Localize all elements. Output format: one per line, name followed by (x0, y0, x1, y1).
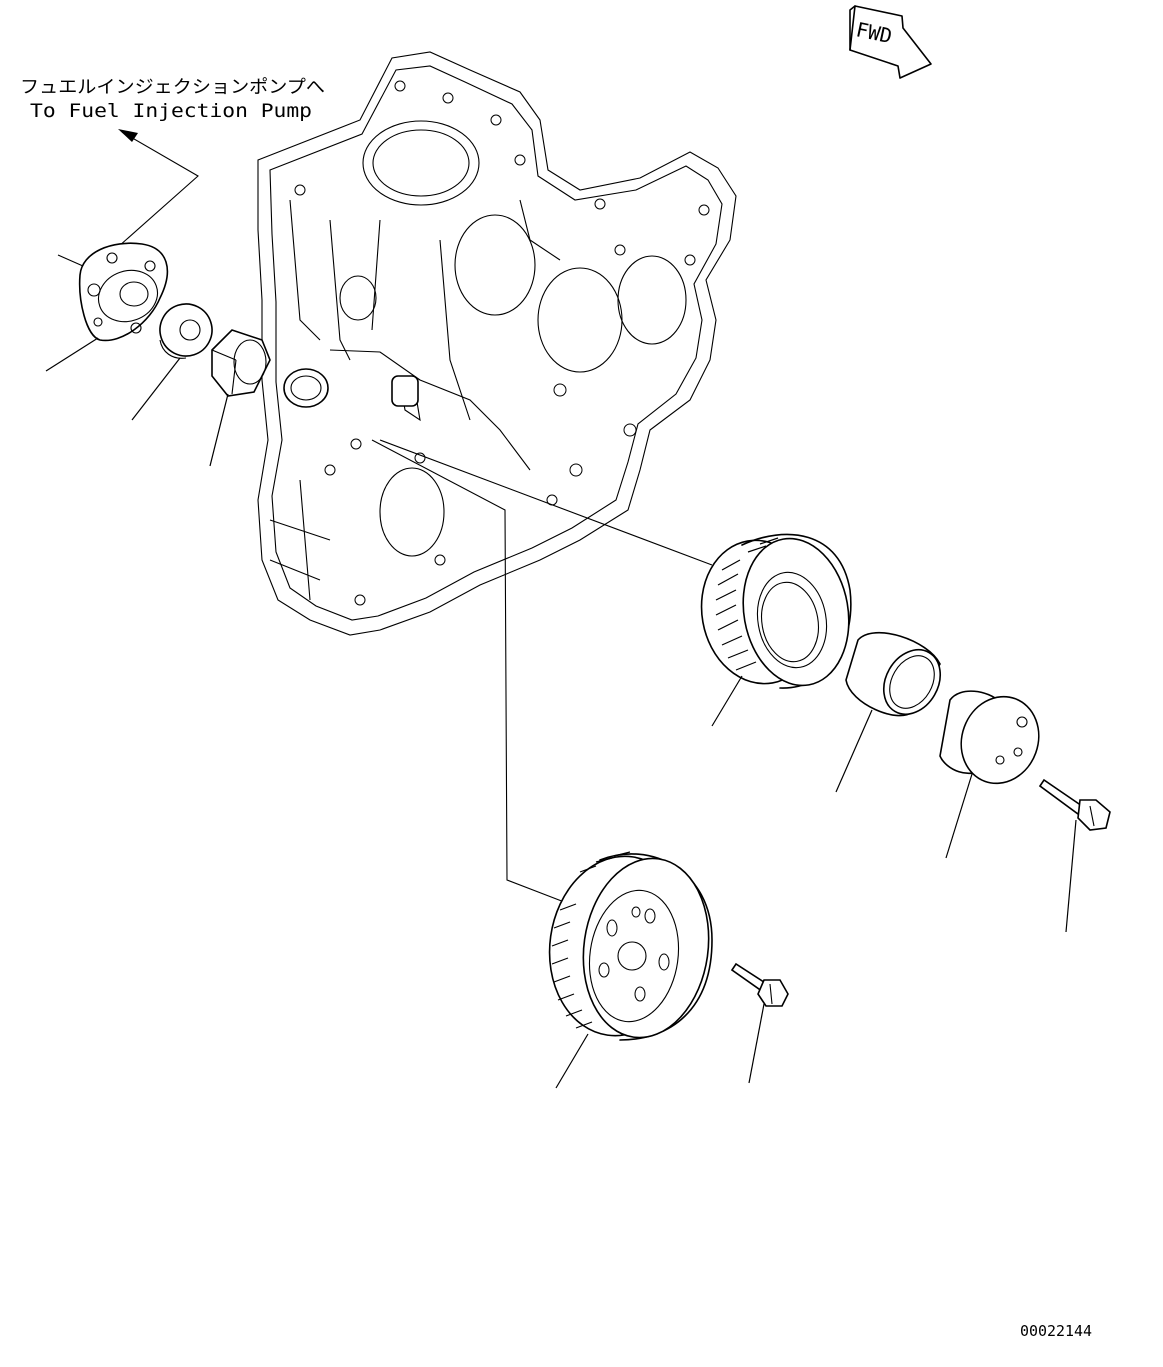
centerline-idler (379, 439, 713, 566)
figure-number: 00022144 (1020, 1322, 1092, 1340)
callout-leader-arrow (57, 129, 199, 271)
idler-shaft-icon (939, 690, 1040, 785)
bushing-icon (845, 631, 942, 717)
flange-icon (78, 242, 169, 342)
leader-lines (45, 337, 1077, 1089)
washer-icon (159, 303, 213, 359)
centerline-crank (371, 439, 586, 911)
crank-gear-icon (548, 851, 713, 1041)
engine-block-outline (257, 51, 737, 636)
nut-icon (211, 329, 271, 397)
callout-english: To Fuel Injection Pump (30, 100, 312, 122)
idler-gear-icon (700, 533, 852, 689)
fwd-label: FWD (854, 17, 894, 48)
shaft-bolt-icon (1038, 778, 1111, 831)
callout-japanese: フュエルインジェクションポンプへ (20, 77, 325, 98)
gear-bolt-icon (730, 962, 789, 1007)
fwd-direction-badge: FWD (849, 5, 932, 79)
